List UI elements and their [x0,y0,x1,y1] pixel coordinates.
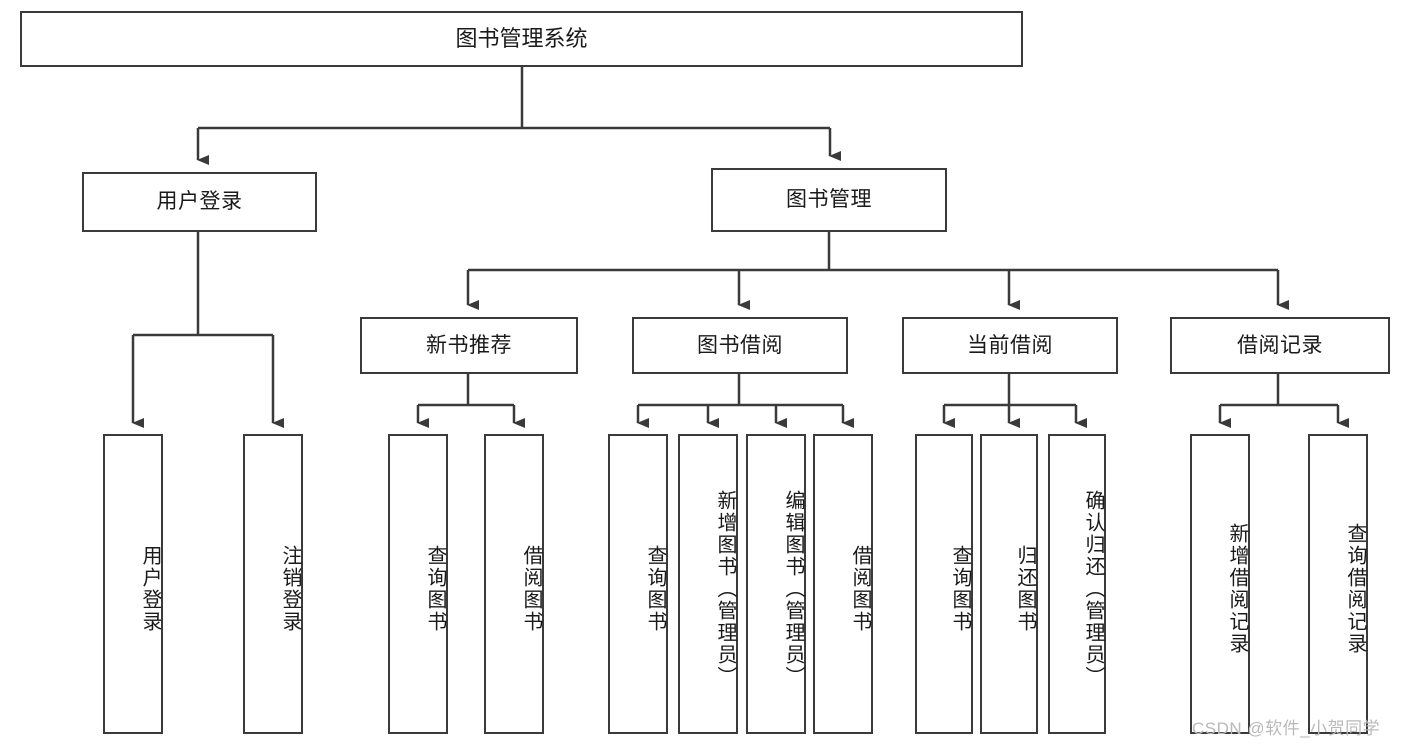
node-book-management[interactable]: 图书管理 [711,168,947,232]
watermark: CSDN @软件_小贺同学 [1192,719,1381,738]
node-new-book-recommend[interactable]: 新书推荐 [360,317,578,374]
leaf-return-books-label: 归还图书 [1014,545,1036,633]
leaf-query-books-recommend-label: 查询图书 [424,545,446,633]
leaf-borrow-books-label: 借阅图书 [849,545,871,633]
leaf-query-books-current[interactable]: 查询图书 [915,434,973,734]
node-new-book-recommend-label: 新书推荐 [426,333,512,357]
leaf-edit-book-admin[interactable]: 编辑图书（管理员） [746,434,806,734]
leaf-add-borrow-record[interactable]: 新增借阅记录 [1190,434,1250,734]
leaf-add-book-admin[interactable]: 新增图书（管理员） [678,434,738,734]
leaf-add-book-admin-label: 新增图书（管理员） [714,490,736,688]
node-user-login[interactable]: 用户登录 [82,172,317,232]
leaf-borrow-books-recommend-label: 借阅图书 [520,545,542,633]
leaf-query-books-recommend[interactable]: 查询图书 [388,434,448,734]
leaf-edit-book-admin-label: 编辑图书（管理员） [782,490,804,688]
leaf-logout-label: 注销登录 [279,545,301,633]
node-root[interactable]: 图书管理系统 [20,11,1023,67]
node-book-management-label: 图书管理 [786,188,872,212]
node-book-borrow[interactable]: 图书借阅 [632,317,848,374]
leaf-confirm-return-admin[interactable]: 确认归还（管理员） [1048,434,1106,734]
leaf-return-books[interactable]: 归还图书 [980,434,1038,734]
leaf-confirm-return-admin-label: 确认归还（管理员） [1082,490,1104,688]
leaf-query-books-current-label: 查询图书 [949,545,971,633]
leaf-logout[interactable]: 注销登录 [243,434,303,734]
node-current-borrow-label: 当前借阅 [967,333,1053,357]
leaf-user-login-label: 用户登录 [139,545,161,633]
node-book-borrow-label: 图书借阅 [697,333,783,357]
leaf-user-login[interactable]: 用户登录 [103,434,163,734]
node-borrow-record-label: 借阅记录 [1237,333,1323,357]
leaf-add-borrow-record-label: 新增借阅记录 [1226,523,1248,655]
leaf-query-books-borrow[interactable]: 查询图书 [608,434,668,734]
leaf-query-books-borrow-label: 查询图书 [644,545,666,633]
leaf-query-borrow-record-label: 查询借阅记录 [1344,523,1366,655]
node-current-borrow[interactable]: 当前借阅 [902,317,1118,374]
node-user-login-label: 用户登录 [156,190,243,214]
node-root-label: 图书管理系统 [455,25,588,51]
node-borrow-record[interactable]: 借阅记录 [1170,317,1390,374]
leaf-borrow-books[interactable]: 借阅图书 [813,434,873,734]
leaf-borrow-books-recommend[interactable]: 借阅图书 [484,434,544,734]
leaf-query-borrow-record[interactable]: 查询借阅记录 [1308,434,1368,734]
